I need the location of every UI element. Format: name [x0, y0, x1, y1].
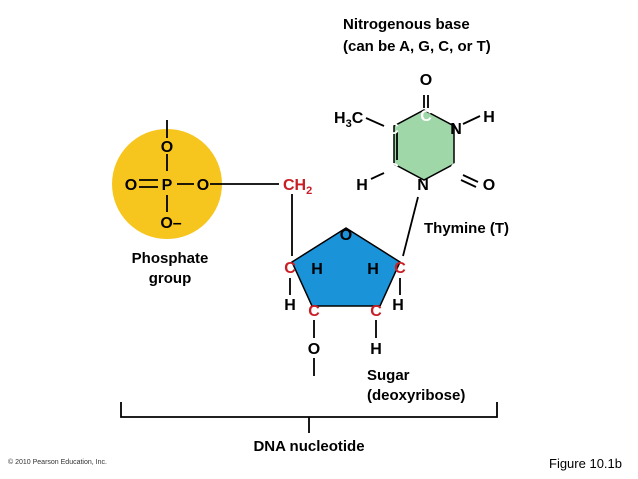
bond-n3-h [462, 115, 481, 125]
sugar-pentagon-icon [291, 227, 401, 307]
phosphate-o-minus: O– [160, 215, 181, 232]
base-o-top: O [420, 72, 432, 89]
phosphate-label-line1: Phosphate [132, 250, 209, 267]
sugar-ring-o: O [340, 227, 352, 244]
base-c5: C [387, 121, 399, 138]
base-o-right: O [483, 177, 495, 194]
methyl-group: H3C [334, 110, 364, 130]
sugar-c1: C [394, 260, 406, 277]
base-n3: N [450, 121, 462, 138]
phosphate-o-left: O [125, 177, 137, 194]
sugar-h-c4-outer: H [284, 297, 296, 314]
sugar-c3: C [308, 303, 320, 320]
bond-c5-methyl [365, 117, 385, 127]
base-c6: C [387, 161, 399, 178]
base-n1: N [417, 177, 429, 194]
base-c6-h: H [356, 177, 368, 194]
phosphate-p: P [162, 177, 173, 194]
base-c2-o-bond-a [462, 174, 479, 183]
phosphate-o-right: O [197, 177, 209, 194]
base-c2: C [450, 161, 462, 178]
base-n3-h: H [483, 109, 495, 126]
phosphate-label-line2: group [149, 270, 192, 287]
sugar-h-c1-inner: H [367, 261, 379, 278]
bond-sugar-to-base [402, 196, 419, 257]
nucleotide-bracket-icon [120, 402, 498, 418]
sugar-h-c4-inner: H [311, 261, 323, 278]
figure-caption: Figure 10.1b [549, 456, 622, 471]
base-label-line1: Nitrogenous base [343, 16, 470, 33]
sugar-c4: C [284, 260, 296, 277]
ch2-group: CH2 [283, 177, 312, 197]
sugar-c2-h-bottom: H [370, 341, 382, 358]
base-c2-o-bond-b [460, 179, 477, 188]
base-hexagon-icon [393, 109, 455, 181]
copyright-notice: © 2010 Pearson Education, Inc. [8, 458, 107, 466]
sugar-c2: C [370, 303, 382, 320]
sugar-oh-o: O [308, 341, 320, 358]
sugar-h-c2: H [392, 297, 404, 314]
base-label-line2: (can be A, G, C, or T) [343, 38, 491, 55]
nucleotide-label: DNA nucleotide [253, 438, 364, 455]
sugar-label-line1: Sugar [367, 367, 410, 384]
bond-c6-h [370, 172, 385, 180]
phosphate-circle-icon [112, 129, 222, 239]
sugar-label-line2: (deoxyribose) [367, 387, 465, 404]
base-c4: C [420, 108, 432, 125]
thymine-label: Thymine (T) [424, 220, 509, 237]
phosphate-o-top: O [161, 139, 173, 156]
